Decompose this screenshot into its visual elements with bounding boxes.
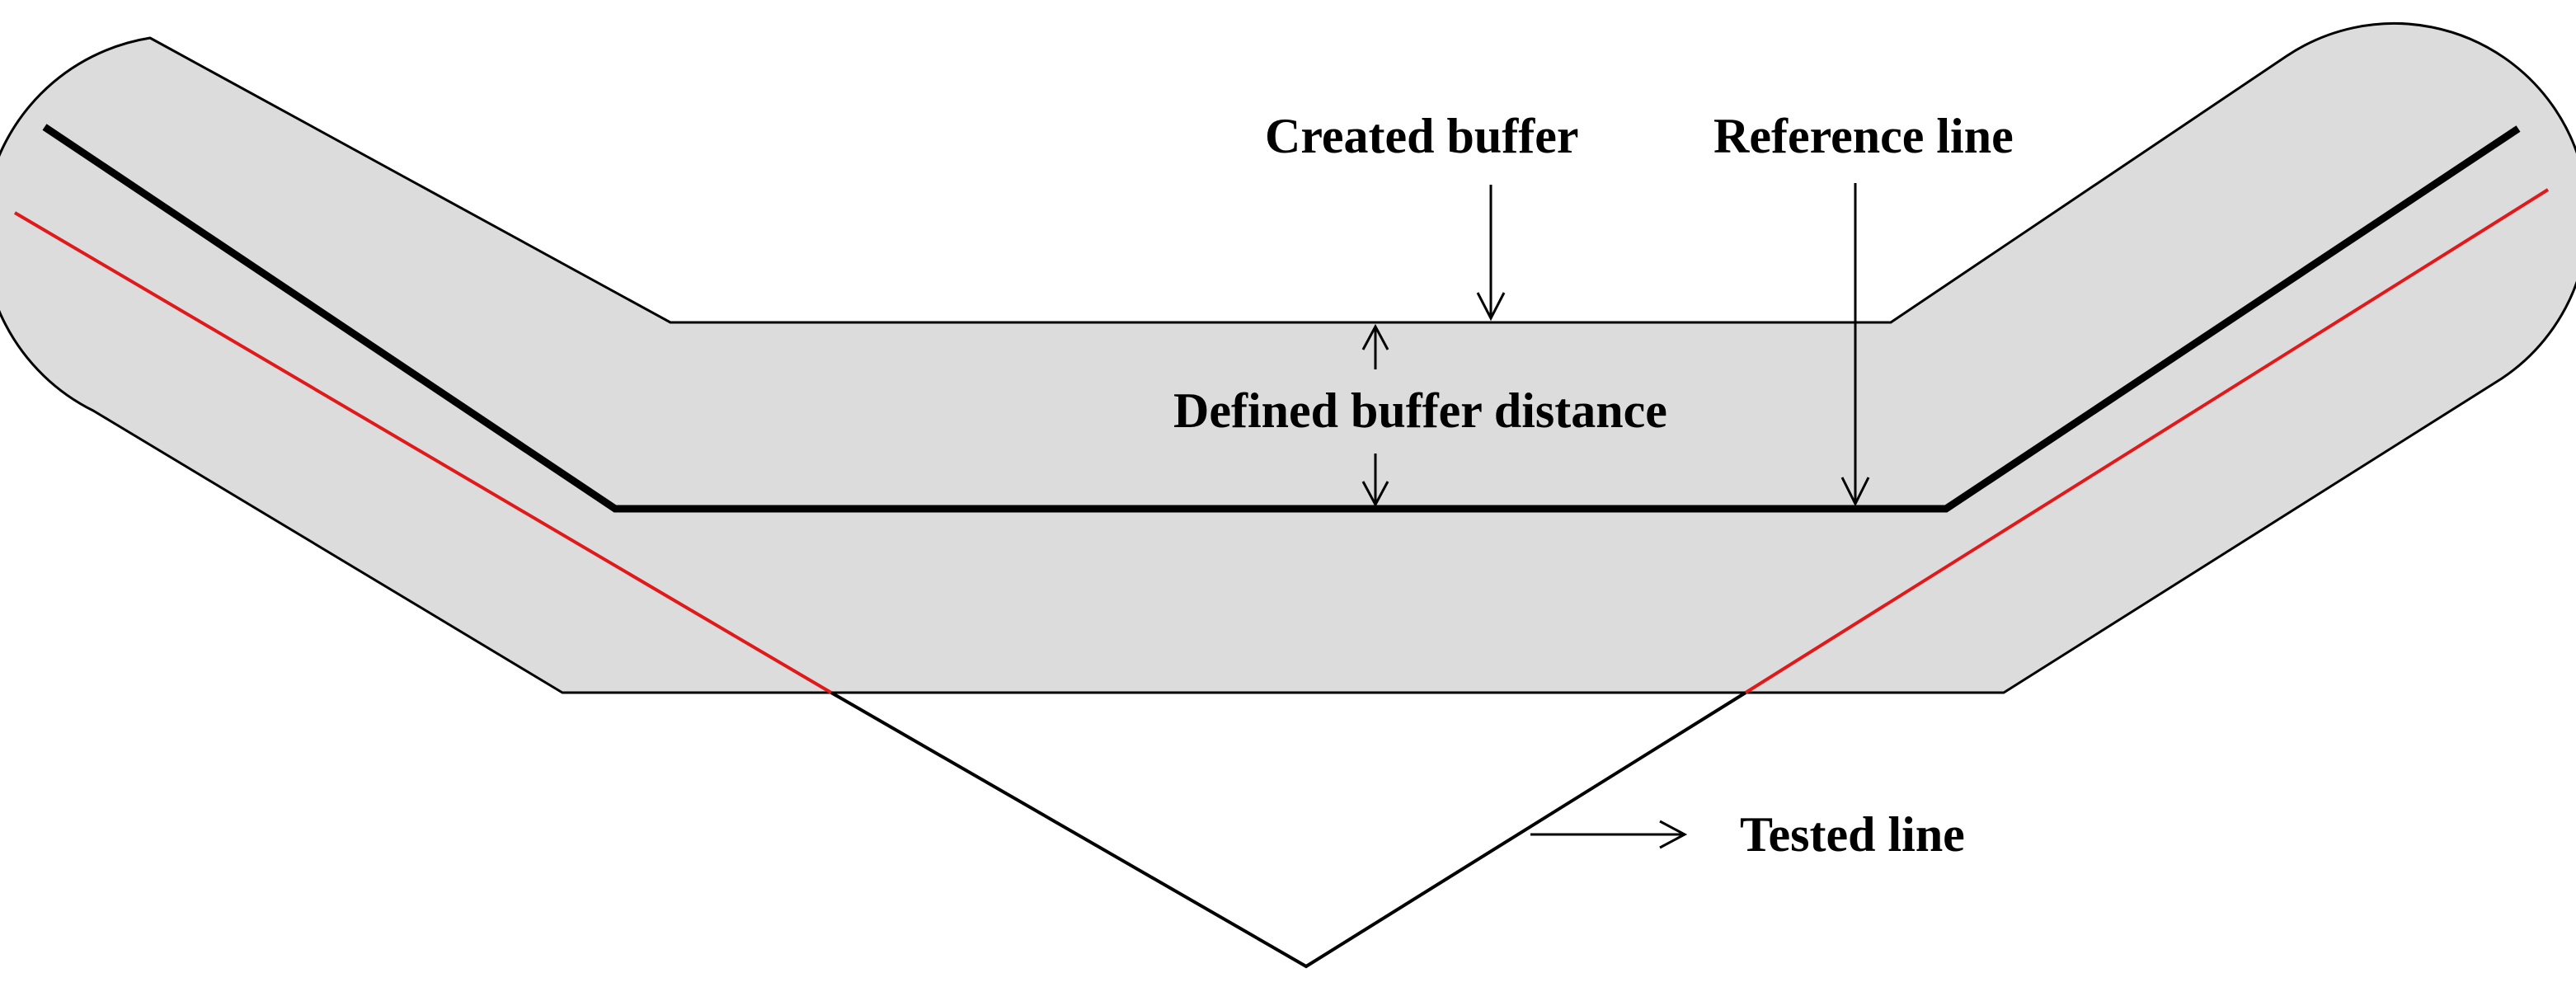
created-buffer-arrow bbox=[1476, 185, 1506, 322]
tested-line-arrow bbox=[1530, 820, 1688, 849]
reference-line bbox=[42, 124, 2521, 513]
defined-buffer-distance-label: Defined buffer distance bbox=[1173, 383, 1667, 438]
tested-line-segment-outside bbox=[830, 691, 1747, 969]
tested-line-label: Tested line bbox=[1740, 807, 1965, 862]
buffer-distance-arrow-down bbox=[1361, 454, 1389, 508]
reference-line-arrow bbox=[1840, 183, 1870, 507]
created-buffer-area bbox=[0, 21, 2576, 694]
buffer-distance-arrow-up bbox=[1361, 323, 1389, 369]
tested-line-segment-right bbox=[1744, 188, 2550, 694]
created-buffer-label: Created buffer bbox=[1265, 109, 1578, 163]
reference-line-label: Reference line bbox=[1713, 109, 2014, 163]
tested-line-segment-left bbox=[13, 211, 833, 694]
